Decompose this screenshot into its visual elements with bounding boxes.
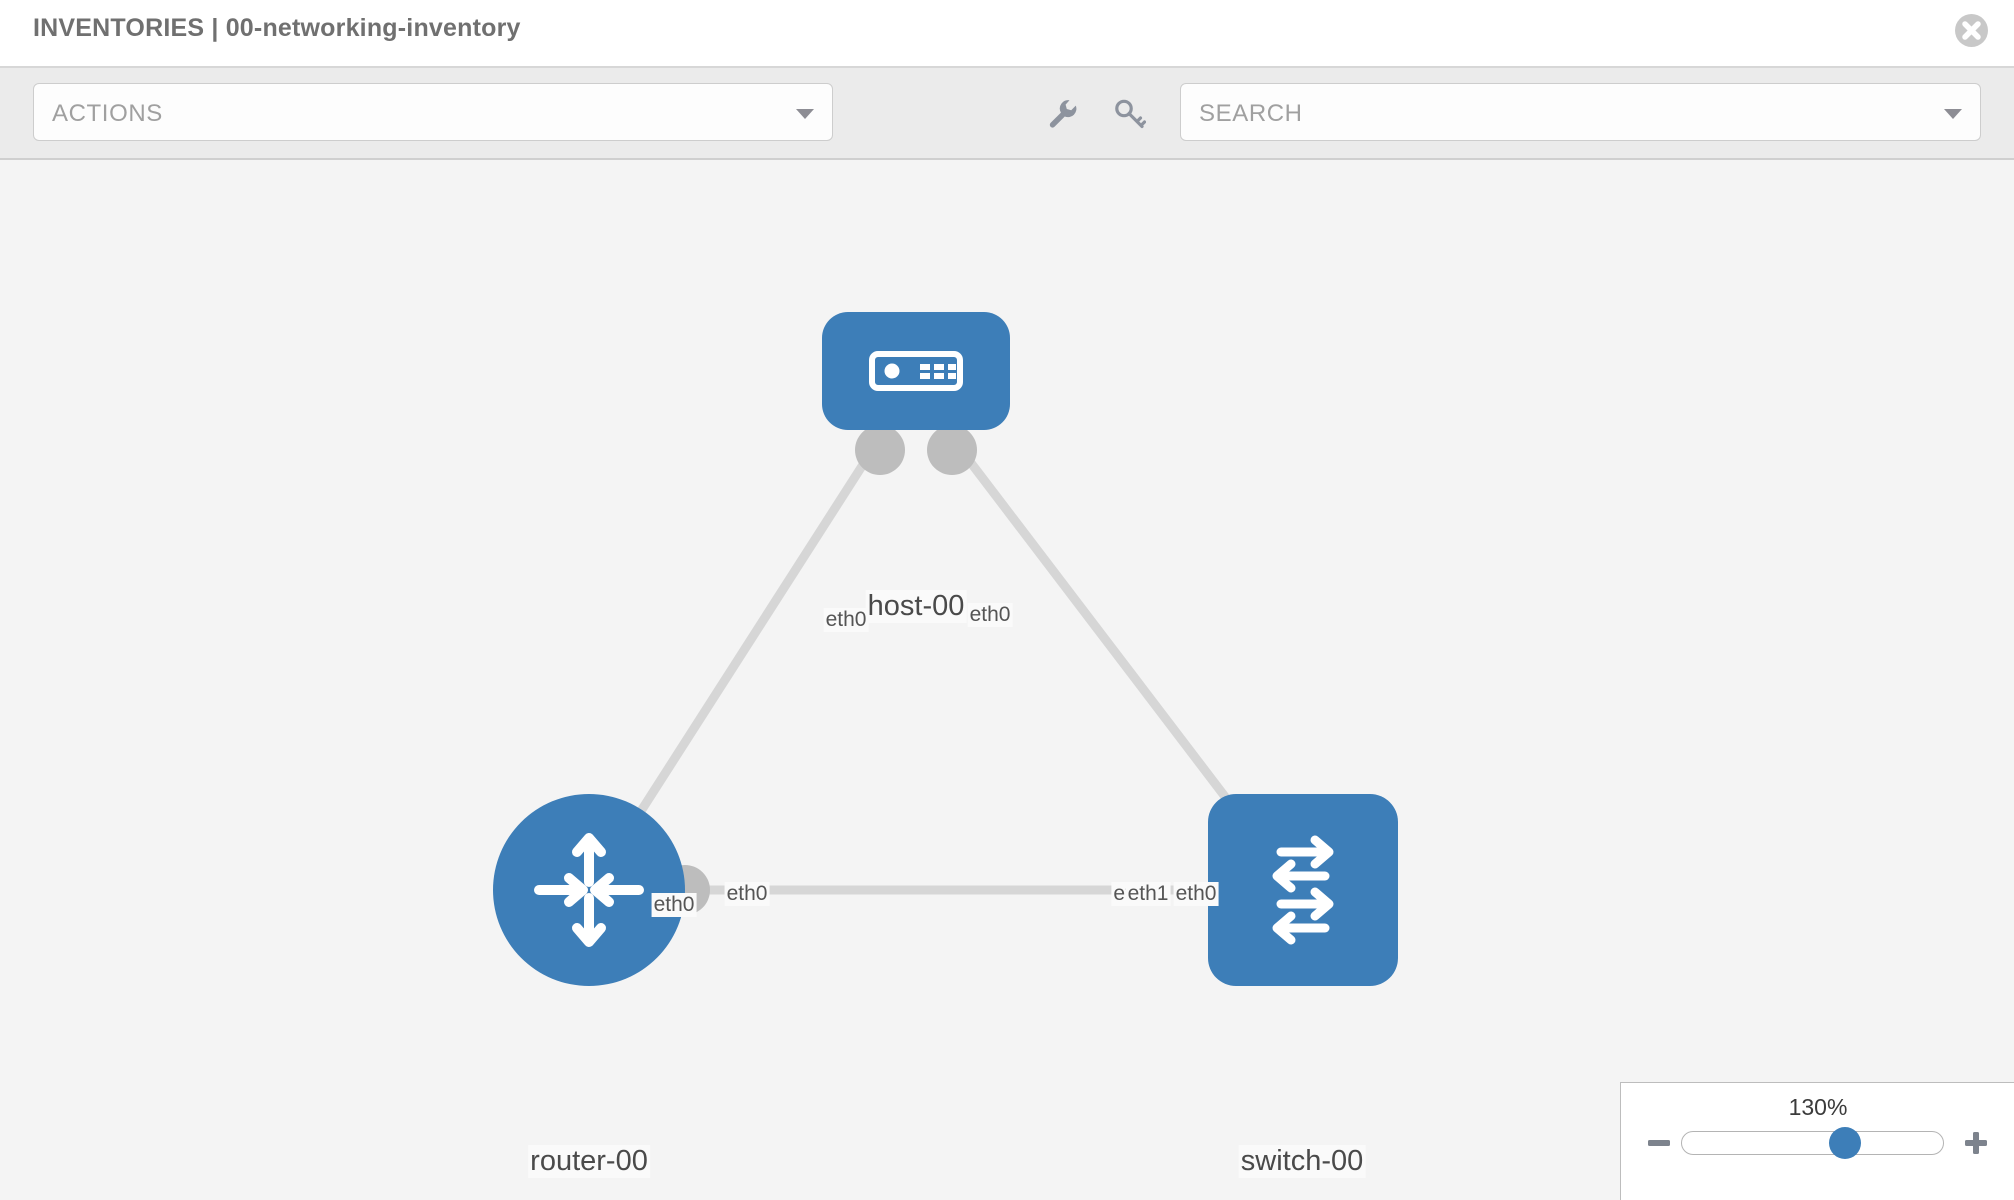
link-host00-switch00 bbox=[948, 435, 1262, 843]
connector-host00-eth0-left bbox=[855, 425, 905, 475]
topology-links bbox=[612, 435, 1262, 895]
node-label-switch-00: switch-00 bbox=[1238, 1145, 1366, 1178]
link-label-host00-eth0-right: eth0 bbox=[967, 603, 1013, 627]
node-label-host-00: host-00 bbox=[865, 590, 967, 623]
node-label-router-00: router-00 bbox=[528, 1145, 650, 1178]
wrench-icon[interactable] bbox=[1045, 96, 1079, 130]
zoom-percent-label: 130% bbox=[1788, 1094, 1848, 1120]
toolbar: ACTIONS SEARCH bbox=[0, 68, 2014, 160]
zoom-slider-thumb[interactable] bbox=[1829, 1127, 1862, 1159]
link-label-router00-eth0: eth0 bbox=[724, 882, 770, 906]
title-bar: INVENTORIES | 00-networking-inventory bbox=[0, 0, 2014, 68]
node-host-00 bbox=[822, 312, 1010, 430]
page-title: INVENTORIES | 00-networking-inventory bbox=[33, 14, 521, 42]
zoom-out-button[interactable] bbox=[1645, 1129, 1673, 1157]
topology-graph bbox=[493, 312, 1398, 986]
link-label-switch00-eth1: eth1 bbox=[1125, 882, 1171, 906]
zoom-control-panel: 130% bbox=[1620, 1082, 2014, 1200]
node-switch-00 bbox=[1208, 794, 1398, 986]
minus-icon bbox=[1648, 1140, 1670, 1146]
link-label-switch00-eth0-up: eth0 bbox=[1173, 882, 1219, 906]
key-icon[interactable] bbox=[1112, 96, 1146, 130]
zoom-in-button[interactable] bbox=[1962, 1129, 1990, 1157]
plus-icon bbox=[1965, 1132, 1987, 1154]
close-icon[interactable] bbox=[1955, 14, 1988, 47]
topology-canvas[interactable]: host-00 router-00 switch-00 eth0 eth0 et… bbox=[0, 160, 2014, 1200]
actions-dropdown[interactable]: ACTIONS bbox=[33, 83, 833, 141]
search-placeholder: SEARCH bbox=[1199, 100, 1303, 127]
topology-connectors bbox=[660, 425, 1265, 915]
search-input[interactable]: SEARCH bbox=[1180, 83, 1981, 141]
link-host00-router00 bbox=[612, 435, 884, 853]
connector-host00-eth0-right bbox=[927, 425, 977, 475]
link-label-host00-eth0-left: eth0 bbox=[823, 608, 869, 632]
link-label-router00-eth0-up: eth0 bbox=[651, 893, 697, 917]
node-router-00 bbox=[493, 794, 685, 986]
actions-dropdown-label: ACTIONS bbox=[52, 100, 163, 127]
chevron-down-icon bbox=[1944, 109, 1962, 119]
zoom-slider[interactable] bbox=[1681, 1127, 1944, 1159]
chevron-down-icon bbox=[796, 109, 814, 119]
